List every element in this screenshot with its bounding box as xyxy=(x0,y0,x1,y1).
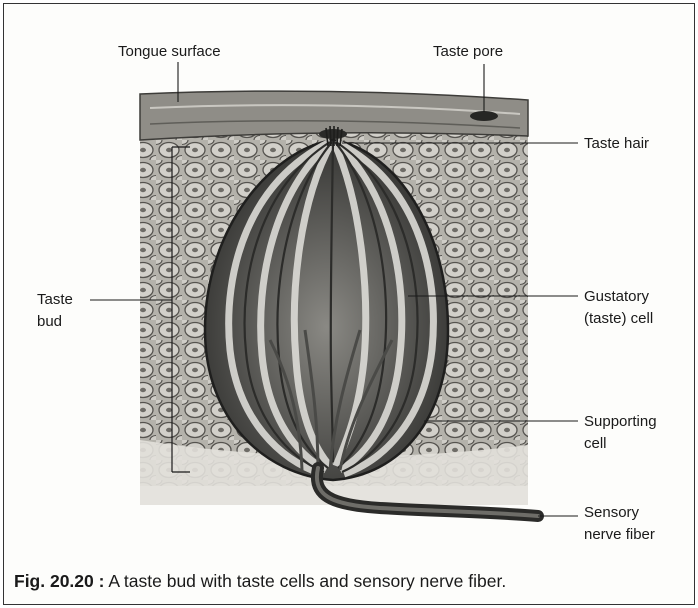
label-taste-hair: Taste hair xyxy=(584,134,649,153)
figure-number: Fig. 20.20 : xyxy=(14,571,104,591)
caption-text: A taste bud with taste cells and sensory… xyxy=(104,571,506,591)
label-sensory-line1: Sensory xyxy=(584,503,639,522)
label-taste-bud-line2: bud xyxy=(37,312,62,331)
label-sensory-line2: nerve fiber xyxy=(584,525,655,544)
surface-pore-mark xyxy=(470,111,498,121)
label-gustatory-line2: (taste) cell xyxy=(584,309,653,328)
label-taste-bud-line1: Taste xyxy=(37,290,73,309)
label-gustatory-line1: Gustatory xyxy=(584,287,649,306)
label-taste-pore: Taste pore xyxy=(433,42,503,61)
figure-caption: Fig. 20.20 : A taste bud with taste cell… xyxy=(14,571,506,592)
taste-pore-opening xyxy=(319,129,347,139)
label-supporting-line1: Supporting xyxy=(584,412,657,431)
label-tongue-surface: Tongue surface xyxy=(118,42,221,61)
label-supporting-line2: cell xyxy=(584,434,607,453)
